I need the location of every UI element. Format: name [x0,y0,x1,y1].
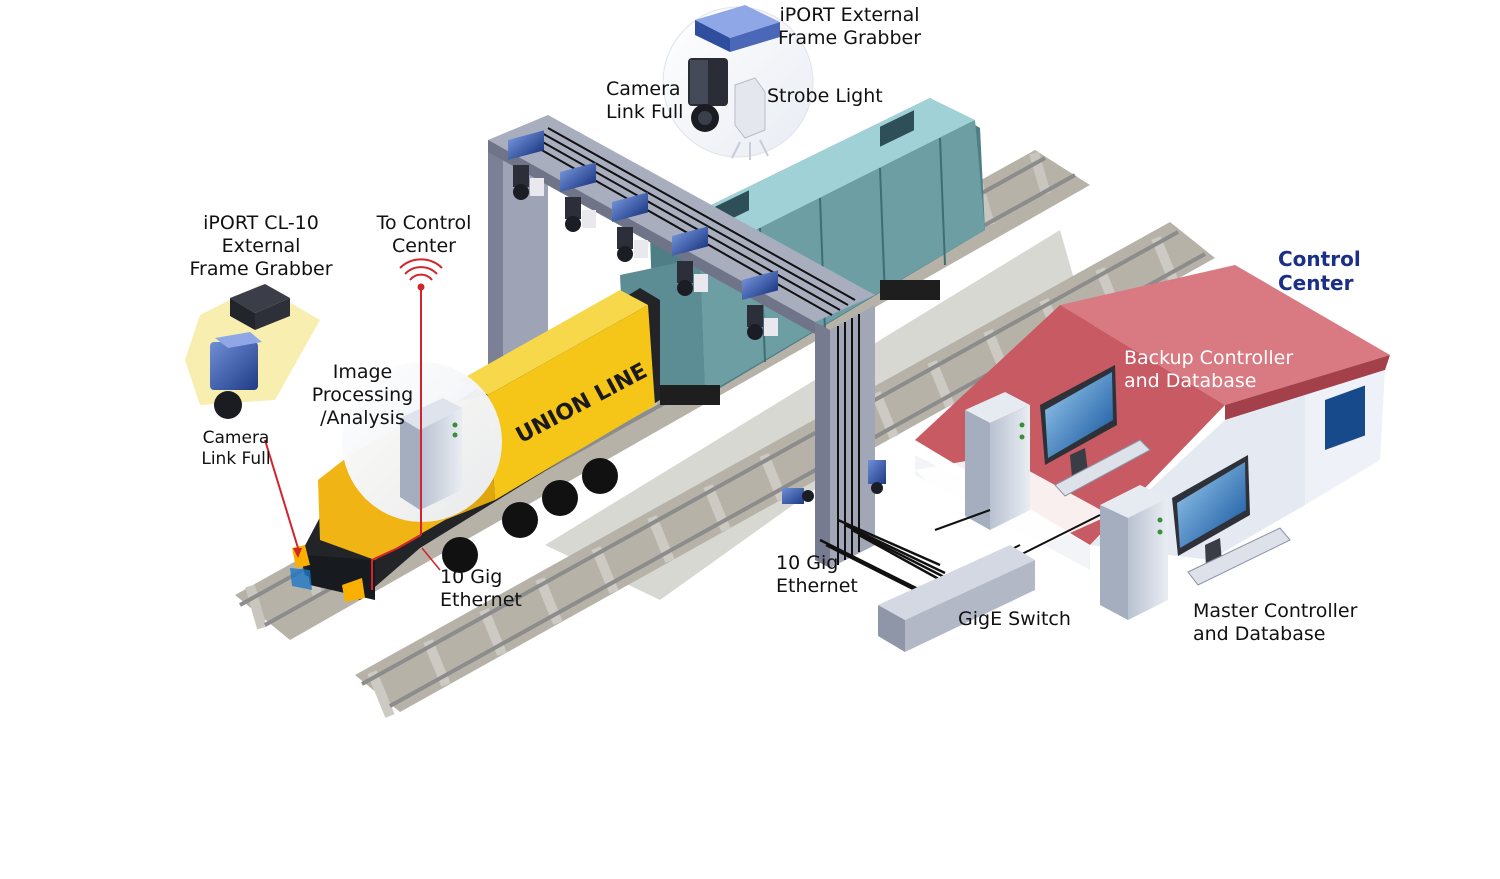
gantry-camera-3 [612,192,648,262]
top-inset [662,5,814,160]
gantry-camera-5 [742,270,778,340]
signal-line [371,258,443,590]
cl10-camera-icon [210,332,262,419]
image-processing-server-icon [400,398,462,510]
master-keyboard-icon [1187,527,1291,586]
strobe-light-label: Strobe Light [767,85,883,107]
top-camera-icon [688,58,728,132]
backup-controller-workstation [965,365,1151,530]
building-window [1325,385,1365,450]
gige-switch-icon [878,545,1035,652]
backup-keyboard-icon [1054,439,1151,497]
master-controller-workstation [1100,455,1291,620]
cl10-inset [185,284,320,558]
top-frame-grabber-icon [695,5,780,52]
backup-server-icon [965,392,1030,530]
gantry-camera-4 [672,226,708,296]
gantry-camera-2 [560,162,596,232]
gantry-cameras [508,130,886,504]
gige-switch-label: GigE Switch [958,608,1071,630]
master-server-icon [1100,485,1168,620]
leg-camera-2 [782,488,814,504]
gantry-camera-1 [508,130,544,200]
leg-camera-1 [868,460,886,494]
strobe-light-icon [731,77,769,160]
cl10-grabber-icon [230,284,290,330]
gantry-front-leg [815,305,875,568]
